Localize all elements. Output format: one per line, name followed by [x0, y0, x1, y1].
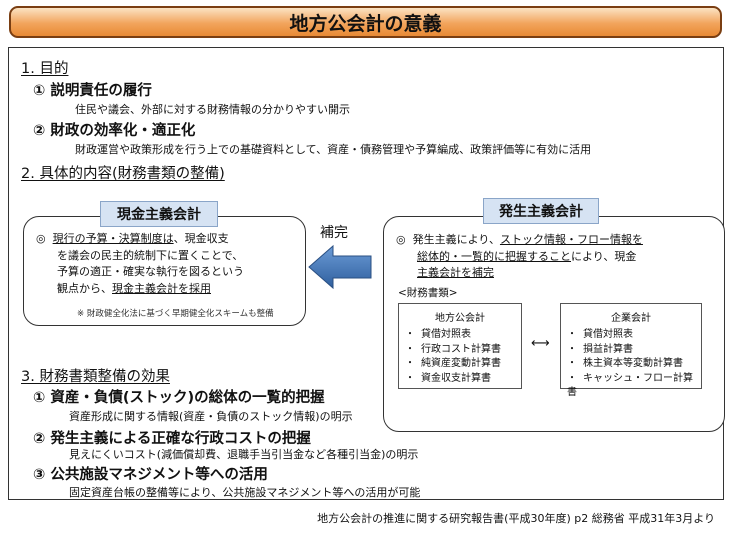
list-item: キャッシュ・フロー計算書: [567, 372, 701, 401]
list-item: 損益計算書: [567, 343, 701, 358]
content-frame: 1. 目的 ① 説明責任の履行 住民や議会、外部に対する財務情報の分かりやすい開…: [8, 47, 725, 500]
list-item: 貸借対照表: [567, 328, 701, 343]
accrual-line1-underlined: ストック情報・フロー情報を: [499, 233, 643, 246]
local-public-accounting-box: 地方公会計 貸借対照表 行政コスト計算書 純資産変動計算書 資金収支計算書: [398, 303, 522, 389]
section3-item-3-label: ③ 公共施設マネジメント等への活用: [33, 467, 268, 483]
cash-line4-pre: 観点から、: [57, 281, 112, 295]
cash-mark: ◎: [36, 232, 46, 245]
list-item: 資金収支計算書: [405, 372, 501, 387]
accrual-basis-label: 発生主義会計: [483, 198, 599, 224]
source-citation: 地方公会計の推進に関する研究報告書(平成30年度) p2 総務省 平成31年3月…: [317, 512, 715, 525]
financial-statements-label: <財務書類>: [398, 287, 458, 299]
section3-item-2-desc: 見えにくいコスト(減価償却費、退職手当引当金など各種引当金)の明示: [69, 448, 419, 461]
left-arrow-icon: [308, 244, 372, 290]
accrual-line2-underlined: 総体的・一覧的に把握すること: [417, 249, 571, 263]
accrual-line2-rest: により、現金: [571, 249, 637, 263]
section1-item-1-label: ① 説明責任の履行: [33, 83, 152, 99]
cash-basis-text: ◎ 現行の予算・決算制度は、現金収支 を議会の民主的統制下に置くことで、 予算の…: [36, 231, 244, 297]
section3-item-3-desc: 固定資産台帳の整備等により、公共施設マネジメント等への活用が可能: [69, 486, 421, 499]
section3-item-2-label: ② 発生主義による正確な行政コストの把握: [33, 431, 311, 447]
cash-basis-label: 現金主義会計: [100, 201, 218, 227]
list-item: 純資産変動計算書: [405, 357, 501, 372]
section3-item-1-label: ① 資産・負債(ストック)の総体の一覧的把握: [33, 390, 325, 406]
corporate-accounting-box: 企業会計 貸借対照表 損益計算書 株主資本等変動計算書 キャッシュ・フロー計算書: [560, 303, 702, 398]
accrual-basis-text: ◎ 発生主義により、ストック情報・フロー情報を 総体的・一覧的に把握することによ…: [396, 232, 643, 282]
cash-basis-note: ※ 財政健全化法に基づく早期健全化スキームも整備: [77, 309, 274, 319]
local-statements-list: 貸借対照表 行政コスト計算書 純資産変動計算書 資金収支計算書: [405, 328, 501, 386]
section1-item-1-desc: 住民や議会、外部に対する財務情報の分かりやすい開示: [75, 103, 350, 116]
accrual-line1-pre: 発生主義により、: [412, 233, 500, 246]
local-public-accounting-title: 地方公会計: [435, 313, 485, 324]
section1-heading: 1. 目的: [21, 61, 69, 77]
cash-line3: 予算の適正・確実な執行を図るという: [57, 265, 244, 278]
accrual-basis-box: ◎ 発生主義により、ストック情報・フロー情報を 総体的・一覧的に把握することによ…: [383, 216, 725, 432]
corporate-statements-list: 貸借対照表 損益計算書 株主資本等変動計算書 キャッシュ・フロー計算書: [567, 328, 701, 401]
list-item: 株主資本等変動計算書: [567, 357, 701, 372]
section2-heading: 2. 具体的内容(財務書類の整備): [21, 166, 225, 182]
double-arrow-icon: ⟷: [531, 336, 550, 351]
supplement-label: 補完: [320, 225, 348, 241]
accrual-line3-underlined: 主義会計を補完: [417, 266, 494, 279]
cash-line4-underlined: 現金主義会計を採用: [112, 281, 211, 295]
cash-line2: を議会の民主的統制下に置くことで、: [57, 248, 244, 262]
page-title: 地方公会計の意義: [9, 6, 722, 38]
section3-heading: 3. 財務書類整備の効果: [21, 369, 170, 385]
section1-item-2-label: ② 財政の効率化・適正化: [33, 123, 196, 139]
cash-basis-box: ◎ 現行の予算・決算制度は、現金収支 を議会の民主的統制下に置くことで、 予算の…: [23, 216, 306, 326]
list-item: 行政コスト計算書: [405, 343, 501, 358]
section1-item-2-desc: 財政運営や政策形成を行う上での基礎資料として、資産・債務管理や予算編成、政策評価…: [75, 143, 592, 156]
accrual-mark: ◎: [396, 233, 406, 246]
list-item: 貸借対照表: [405, 328, 501, 343]
corporate-accounting-title: 企業会計: [611, 313, 651, 324]
cash-line1-underlined: 現行の予算・決算制度は: [52, 232, 174, 245]
cash-line1-rest: 、現金収支: [173, 232, 229, 245]
section3-item-1-desc: 資産形成に関する情報(資産・負債のストック情報)の明示: [69, 410, 353, 423]
